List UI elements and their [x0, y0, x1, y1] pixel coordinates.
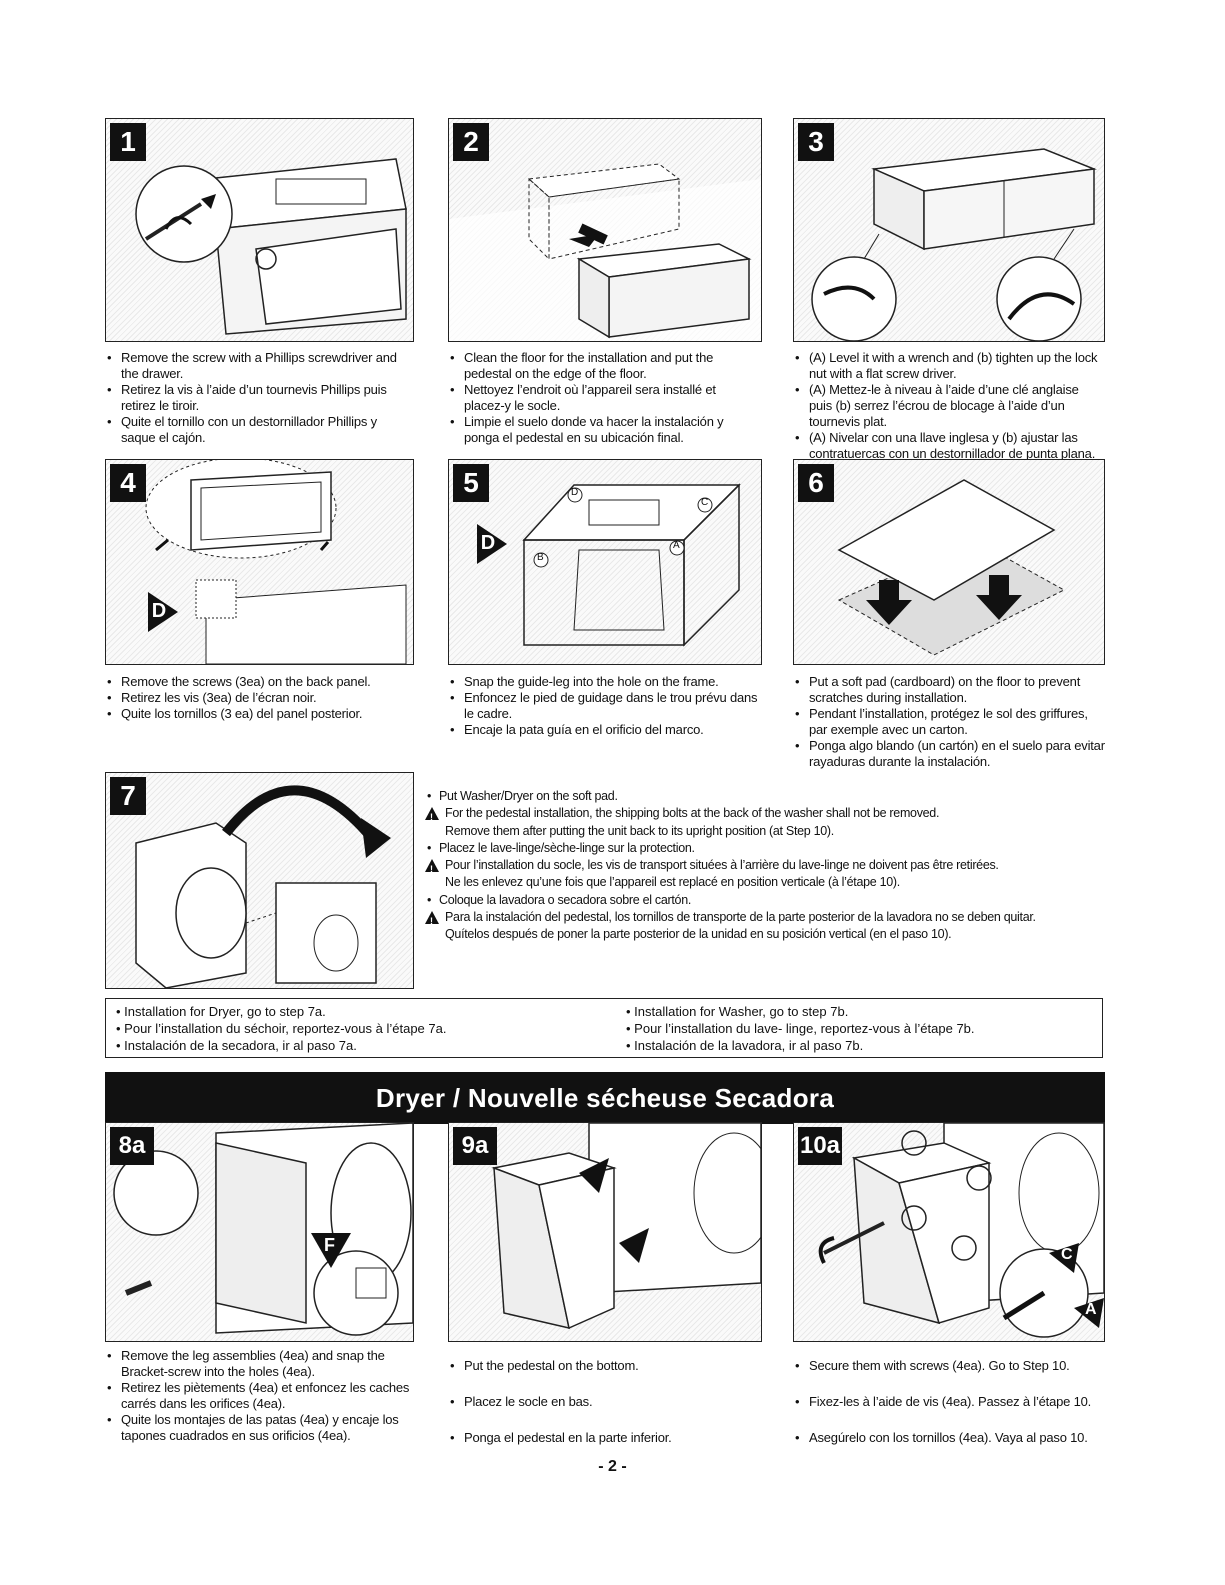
corner-label-a: A [673, 540, 680, 551]
step5-illustration: 5 D D C B A [448, 459, 762, 665]
instruction-en: Snap the guide-leg into the hole on the … [448, 674, 760, 690]
warning-icon [425, 807, 439, 827]
instruction-fr: Placez le socle en bas. [448, 1384, 760, 1420]
instruction-fr: (A) Mettez-le à niveau à l’aide d’une cl… [793, 382, 1105, 430]
warning-icon [425, 859, 439, 878]
pedestal-drawer-removal-drawing [135, 158, 407, 335]
callout-a-label: A [1085, 1301, 1097, 1318]
corner-label-d: D [571, 487, 579, 498]
instruction-es: (A) Nivelar con una llave inglesa y (b) … [793, 430, 1105, 462]
instruction-fr: Enfoncez le pied de guidage dans le trou… [448, 690, 760, 722]
page-number: - 2 - [598, 1458, 627, 1475]
step2-illustration: 2 [448, 118, 762, 342]
step10a-illustration: 10a C A [793, 1122, 1105, 1342]
dryer-routing: • Installation for Dryer, go to step 7a.… [116, 1004, 447, 1053]
instruction-en: Put Washer/Dryer on the soft pad. [425, 788, 1075, 806]
warning-es: Para la instalación del pedestal, los to… [425, 909, 1075, 944]
instruction-fr: Retirez les piètements (4ea) et enfoncez… [105, 1380, 410, 1412]
washer-routing: • Installation for Washer, go to step 7b… [626, 1004, 975, 1053]
step2-instructions: Clean the floor for the installation and… [448, 350, 753, 446]
instruction-en: (A) Level it with a wrench and (b) tight… [793, 350, 1105, 382]
step9a-instructions: Put the pedestal on the bottom. Placez l… [448, 1348, 760, 1456]
washer-tilt-onto-pad-drawing [135, 785, 391, 988]
step-number-badge: 3 [798, 123, 834, 161]
instruction-en: Remove the screw with a Phillips screwdr… [105, 350, 405, 382]
step-number-badge: 2 [453, 123, 489, 161]
instruction-en: Put a soft pad (cardboard) on the floor … [793, 674, 1105, 706]
instruction-es: Ponga el pedestal en la parte inferior. [448, 1420, 760, 1456]
instruction-es: Coloque la lavadora o secadora sobre el … [425, 892, 1075, 910]
step3-illustration: 3 [793, 118, 1105, 342]
pedestal-to-bottom-drawing [491, 1123, 761, 1330]
step-number-badge: 7 [110, 777, 146, 815]
step-number-badge: 6 [798, 464, 834, 502]
step7-instructions: Put Washer/Dryer on the soft pad. For th… [425, 788, 1075, 944]
pedestal-positioning-drawing [449, 163, 761, 341]
installation-routing-box: • Installation for Dryer, go to step 7a.… [105, 998, 1103, 1058]
warning-icon [425, 911, 439, 930]
callout-c-label: C [1061, 1246, 1073, 1263]
callout-d-marker: D [477, 524, 507, 564]
leg-assembly-removal-drawing [113, 1123, 413, 1336]
step10a-instructions: Secure them with screws (4ea). Go to Ste… [793, 1348, 1105, 1456]
instruction-fr: Nettoyez l’endroit où l’appareil sera in… [448, 382, 753, 414]
instruction-es: Limpie el suelo donde va hacer la instal… [448, 414, 753, 446]
step6-instructions: Put a soft pad (cardboard) on the floor … [793, 674, 1105, 770]
step6-illustration: 6 [793, 459, 1105, 665]
instruction-es: Quite los tornillos (3 ea) del panel pos… [105, 706, 405, 722]
step4-instructions: Remove the screws (3ea) on the back pane… [105, 674, 405, 722]
guide-leg-frame-drawing [522, 483, 741, 647]
step5-instructions: Snap the guide-leg into the hole on the … [448, 674, 760, 738]
instruction-es: Asegúrelo con los tornillos (4ea). Vaya … [793, 1420, 1105, 1456]
step8a-instructions: Remove the leg assemblies (4ea) and snap… [105, 1348, 410, 1444]
back-panel-screw-removal-drawing [145, 460, 407, 664]
leveling-pedestal-drawing [811, 148, 1097, 341]
warning-en: For the pedestal installation, the shipp… [425, 805, 1075, 840]
securing-screws-drawing [818, 1123, 1104, 1338]
instruction-es: Quite el tornillo con un destornillador … [105, 414, 405, 446]
dryer-section-banner: Dryer / Nouvelle sécheuse Secadora [105, 1072, 1105, 1124]
step-number-badge: 10a [798, 1127, 842, 1165]
instruction-en: Secure them with screws (4ea). Go to Ste… [793, 1348, 1105, 1384]
corner-label-c: C [701, 497, 709, 508]
instruction-fr: Retirez les vis (3ea) de l’écran noir. [105, 690, 405, 706]
corner-label-b: B [537, 552, 544, 563]
step1-instructions: Remove the screw with a Phillips screwdr… [105, 350, 405, 446]
instruction-en: Remove the leg assemblies (4ea) and snap… [105, 1348, 410, 1380]
step9a-illustration: 9a [448, 1122, 762, 1342]
step1-illustration: 1 [105, 118, 414, 342]
warning-fr: Pour l’installation du socle, les vis de… [425, 857, 1075, 892]
step-number-badge: 9a [453, 1127, 497, 1165]
step-number-badge: 4 [110, 464, 146, 502]
callout-d-marker: D [148, 592, 178, 632]
instruction-fr: Fixez-les à l’aide de vis (4ea). Passez … [793, 1384, 1105, 1420]
instruction-en: Clean the floor for the installation and… [448, 350, 753, 382]
instruction-es: Encaje la pata guía en el orificio del m… [448, 722, 760, 738]
step-number-badge: 5 [453, 464, 489, 502]
instruction-es: Quite los montajes de las patas (4ea) y … [105, 1412, 410, 1444]
step3-instructions: (A) Level it with a wrench and (b) tight… [793, 350, 1105, 462]
instruction-en: Remove the screws (3ea) on the back pane… [105, 674, 405, 690]
instruction-fr: Pendant l’installation, protégez le sol … [793, 706, 1105, 738]
instruction-es: Ponga algo blando (un cartón) en el suel… [793, 738, 1105, 770]
step7-illustration: 7 [105, 772, 414, 989]
step8a-illustration: 8a F [105, 1122, 414, 1342]
callout-f-label: F [324, 1235, 335, 1255]
step-number-badge: 8a [110, 1127, 154, 1165]
instruction-fr: Retirez la vis à l’aide d’un tournevis P… [105, 382, 405, 414]
instruction-fr: Placez le lave-linge/sèche-linge sur la … [425, 840, 1075, 858]
cardboard-pad-drawing [837, 479, 1066, 656]
step-number-badge: 1 [110, 123, 146, 161]
step4-illustration: 4 D [105, 459, 414, 665]
instruction-en: Put the pedestal on the bottom. [448, 1348, 760, 1384]
